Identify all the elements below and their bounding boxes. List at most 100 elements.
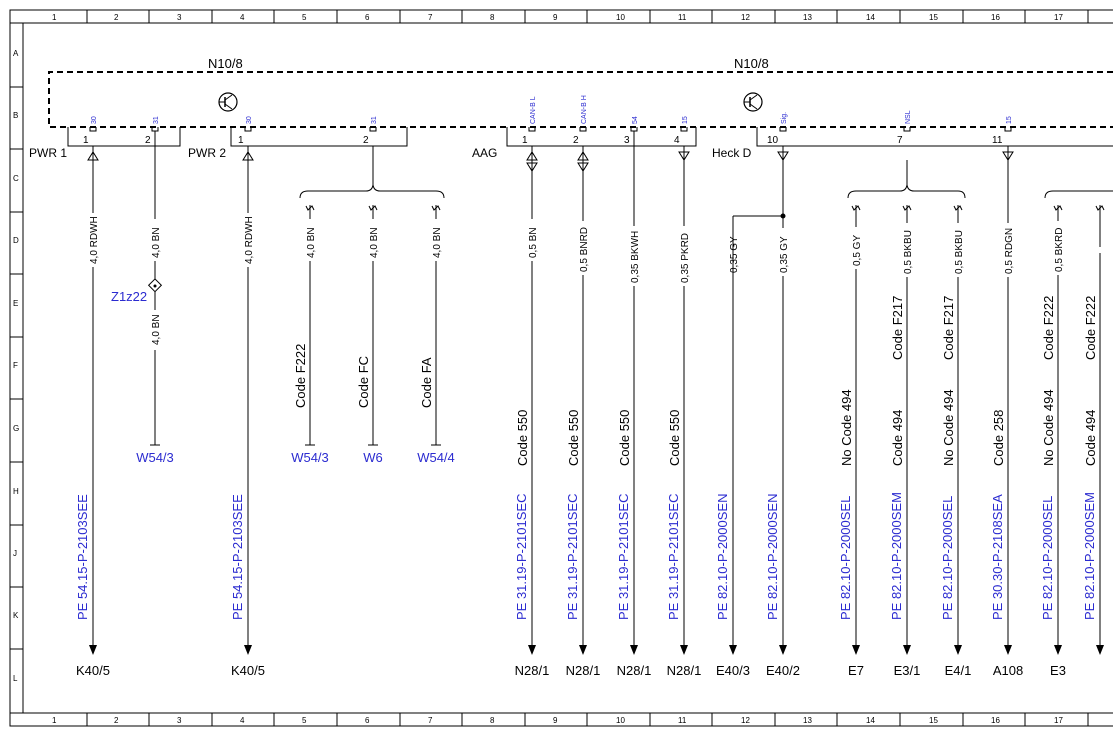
pin-signal: 30 bbox=[91, 116, 98, 124]
column-number: 16 bbox=[991, 13, 1000, 22]
column-number: 7 bbox=[428, 13, 433, 22]
wire-spec: 0,35 PKRD bbox=[680, 233, 691, 283]
column-number: 1 bbox=[52, 13, 57, 22]
row-letter: H bbox=[13, 487, 19, 496]
wire-spec: 0,5 BKRD bbox=[1054, 228, 1065, 272]
option-code: Code F222 bbox=[1041, 296, 1056, 360]
pin-number: 4 bbox=[674, 135, 680, 146]
wire-spec: 0,5 BKBU bbox=[903, 230, 914, 274]
option-code: Code 494 bbox=[890, 410, 905, 466]
row-letter: G bbox=[13, 424, 19, 433]
column-number: 12 bbox=[741, 13, 750, 22]
destination-label: N28/1 bbox=[515, 663, 550, 678]
pe-reference-link: PE 82.10-P-2000SEN bbox=[765, 494, 780, 620]
group-label-aag: AAG bbox=[472, 146, 497, 160]
row-letter: C bbox=[13, 174, 19, 183]
destination-label: E4/1 bbox=[945, 663, 972, 678]
fanout-braces bbox=[299, 146, 1113, 645]
column-number: 2 bbox=[114, 716, 119, 725]
wire-17: 0,5 BKRD No Code 494 Code F222 PE 82.10-P-2… bbox=[1040, 205, 1066, 678]
column-number: 10 bbox=[616, 13, 625, 22]
column-number: 11 bbox=[678, 716, 687, 725]
pin-signal: 30 bbox=[246, 116, 253, 124]
pe-reference-link: PE 82.10-P-2000SEM bbox=[1082, 492, 1097, 620]
option-code: No Code 494 bbox=[941, 389, 956, 466]
pe-reference-link: PE 54.15-P-2103SEE bbox=[230, 494, 245, 620]
column-number: 13 bbox=[803, 716, 812, 725]
column-number: 5 bbox=[302, 13, 307, 22]
pe-reference-link: PE 31.19-P-2101SEC bbox=[565, 494, 580, 620]
destination-label: E40/2 bbox=[766, 663, 800, 678]
module-label-left: N10/8 bbox=[208, 56, 243, 71]
wire-spec: 4,0 RDWH bbox=[89, 216, 100, 264]
column-number: 8 bbox=[490, 13, 495, 22]
column-number: 17 bbox=[1054, 716, 1063, 725]
column-number: 9 bbox=[553, 13, 558, 22]
pe-reference-link: PE 30.30-P-2108SEA bbox=[990, 494, 1005, 620]
row-letter: E bbox=[13, 299, 18, 308]
pin-number: 1 bbox=[238, 135, 244, 146]
pin-signal: 31 bbox=[153, 116, 160, 124]
row-letter: D bbox=[13, 236, 19, 245]
row-letter: K bbox=[13, 611, 19, 620]
row-letter: A bbox=[13, 49, 19, 58]
pin-signal: Sig. bbox=[781, 112, 788, 124]
column-number: 14 bbox=[866, 716, 875, 725]
pin-signal: NSL bbox=[905, 110, 912, 124]
pin-number: 2 bbox=[573, 135, 579, 146]
wire-spec: 0,5 GY bbox=[852, 235, 863, 266]
destination-link: W54/3 bbox=[136, 450, 174, 465]
column-number: 17 bbox=[1054, 13, 1063, 22]
column-number: 4 bbox=[240, 716, 245, 725]
splice-label: Z1z22 bbox=[111, 289, 147, 304]
pin-signal: 31 bbox=[371, 116, 378, 124]
transistor-icon bbox=[218, 92, 238, 112]
wire-spec: 4,0 BN bbox=[151, 314, 162, 345]
option-code: Code FA bbox=[419, 357, 434, 408]
option-code: Code F217 bbox=[941, 296, 956, 360]
column-number: 10 bbox=[616, 716, 625, 725]
destination-label: E7 bbox=[848, 663, 864, 678]
pe-reference-link: PE 82.10-P-2000SEL bbox=[1040, 496, 1055, 620]
column-number: 3 bbox=[177, 13, 182, 22]
option-code: No Code 494 bbox=[1041, 389, 1056, 466]
column-number: 13 bbox=[803, 13, 812, 22]
option-code: Code F222 bbox=[1083, 296, 1098, 360]
column-number: 5 bbox=[302, 716, 307, 725]
row-letter: B bbox=[13, 111, 18, 120]
pe-reference-link: PE 82.10-P-2000SEM bbox=[889, 492, 904, 620]
wire-spec: 0,5 RDGN bbox=[1004, 228, 1015, 274]
column-number: 4 bbox=[240, 13, 245, 22]
pin-signal: CAN-B H bbox=[581, 95, 588, 124]
wire-spec: 4,0 BN bbox=[151, 227, 162, 258]
drawing-frame bbox=[9, 9, 1113, 727]
pe-reference-link: PE 31.19-P-2101SEC bbox=[514, 494, 529, 620]
pe-reference-link: PE 82.10-P-2000SEN bbox=[715, 494, 730, 620]
column-number: 6 bbox=[365, 13, 370, 22]
destination-label: K40/5 bbox=[76, 663, 110, 678]
pin-number: 1 bbox=[522, 135, 528, 146]
splice-z1z22 bbox=[147, 278, 163, 293]
wire-2: 4,0 BN 4,0 BN W54/3 bbox=[136, 131, 174, 465]
column-number: 11 bbox=[678, 13, 687, 22]
group-label-pwr2: PWR 2 bbox=[188, 146, 226, 160]
pin-number: 7 bbox=[897, 135, 903, 146]
wire-spec: 4,0 BN bbox=[369, 227, 380, 258]
column-number: 8 bbox=[490, 716, 495, 725]
column-number: 15 bbox=[929, 13, 938, 22]
